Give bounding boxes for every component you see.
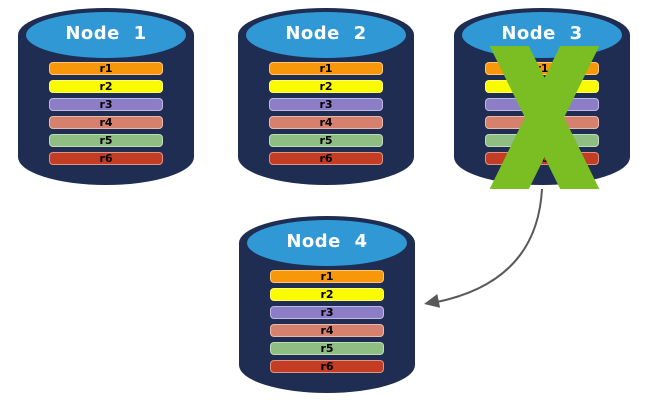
replica-label: r2 [320, 288, 334, 301]
replica-bar-r3: r3 [270, 306, 384, 319]
replica-bar-r4: r4 [49, 116, 163, 129]
replica-label: r1 [319, 62, 333, 75]
replica-label: r4 [320, 324, 334, 337]
replica-label: r5 [319, 134, 333, 147]
replica-label: r1 [535, 62, 549, 75]
failover-arrow-curve [436, 188, 543, 303]
replica-label: r2 [99, 80, 113, 93]
replica-list: r1 r2 r3 r4 r5 r6 [49, 62, 163, 165]
replica-label: r6 [99, 152, 113, 165]
replica-label: r1 [320, 270, 334, 283]
node-title: Node 2 [285, 23, 367, 44]
replica-bar-r1: r1 [49, 62, 163, 75]
replica-bar-r3: r3 [49, 98, 163, 111]
replica-bar-r5: r5 [269, 134, 383, 147]
database-node-2: Node 2 r1 r2 r3 r4 r5 r6 [238, 4, 414, 188]
cylinder-top-face [247, 220, 407, 266]
replica-label: r5 [320, 342, 334, 355]
replica-bar-r4: r4 [270, 324, 384, 337]
node-title: Node 3 [501, 23, 583, 44]
replica-bar-r2: r2 [49, 80, 163, 93]
database-node-4: Node 4 r1 r2 r3 r4 r5 r6 [239, 212, 415, 396]
database-node-1: Node 1 r1 r2 r3 r4 r5 r6 [18, 4, 194, 188]
replica-label: r3 [320, 306, 334, 319]
cylinder-top-face [246, 12, 406, 58]
node-title: Node 1 [65, 23, 147, 44]
failure-x-icon [489, 46, 600, 189]
node-title: Node 4 [286, 231, 368, 252]
replica-bar-r1: r1 [270, 270, 384, 283]
replica-label: r3 [99, 98, 113, 111]
replica-bar-r5: r5 [270, 342, 384, 355]
replica-bar-r6: r6 [270, 360, 384, 373]
replica-label: r4 [319, 116, 333, 129]
replica-label: r2 [319, 80, 333, 93]
replica-bar-r3: r3 [269, 98, 383, 111]
replica-label: r3 [319, 98, 333, 111]
replica-bar-r2: r2 [269, 80, 383, 93]
replica-bar-r5: r5 [49, 134, 163, 147]
replica-bar-r4: r4 [269, 116, 383, 129]
replica-label: r4 [99, 116, 113, 129]
replica-label: r5 [99, 134, 113, 147]
replica-bar-r1: r1 [269, 62, 383, 75]
replica-label: r1 [99, 62, 113, 75]
replica-label: r6 [320, 360, 334, 373]
replica-bar-r6: r6 [49, 152, 163, 165]
replica-label: r6 [319, 152, 333, 165]
replica-bar-r6: r6 [269, 152, 383, 165]
failover-arrowhead-icon [424, 294, 441, 308]
replica-list: r1 r2 r3 r4 r5 r6 [270, 270, 384, 373]
replica-bar-r2: r2 [270, 288, 384, 301]
replica-list: r1 r2 r3 r4 r5 r6 [269, 62, 383, 165]
x-stroke-right [489, 46, 600, 189]
cylinder-top-face [26, 12, 186, 58]
